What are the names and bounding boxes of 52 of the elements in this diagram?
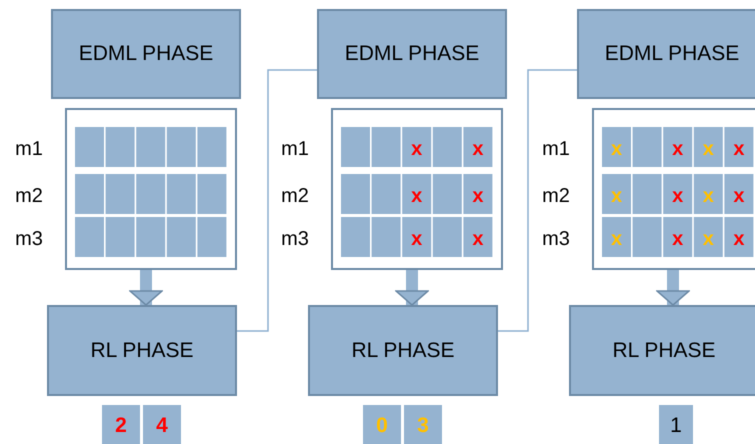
cross-mark: x	[672, 139, 684, 159]
row-label: m1	[542, 139, 570, 159]
box-label: EDML PHASE	[78, 42, 214, 66]
cross-mark: x	[672, 229, 684, 249]
cross-mark: x	[702, 139, 714, 159]
connector-line	[237, 69, 317, 332]
cross-mark: x	[733, 186, 744, 206]
cross-mark: x	[733, 139, 744, 159]
block-arrow	[129, 269, 163, 306]
cross-mark: x	[610, 229, 622, 249]
box-label: RL PHASE	[351, 338, 455, 362]
row-label: m1	[281, 139, 309, 159]
cross-mark: x	[733, 229, 744, 249]
count-tile: 3	[404, 405, 442, 444]
process-box	[569, 305, 755, 396]
row-label: m3	[542, 229, 570, 249]
count-tile: 4	[143, 405, 181, 444]
cross-mark: x	[411, 229, 422, 249]
process-box	[577, 9, 755, 99]
cross-mark: x	[411, 186, 422, 206]
cross-mark: x	[702, 229, 714, 249]
row-label: m2	[542, 186, 570, 206]
process-box	[308, 305, 498, 396]
connector-line	[498, 69, 577, 332]
process-box	[47, 305, 237, 396]
row-label: m3	[15, 229, 43, 249]
cross-mark: x	[610, 186, 622, 206]
cross-mark: x	[472, 139, 484, 159]
block-arrow	[395, 269, 429, 306]
row-label: m2	[15, 186, 43, 206]
count-tile: 2	[102, 405, 140, 444]
cross-mark: x	[672, 186, 684, 206]
box-label: EDML PHASE	[344, 42, 480, 66]
matrix-panel	[65, 108, 237, 270]
count-tile: 0	[363, 405, 401, 444]
cross-mark: x	[411, 139, 422, 159]
row-label: m2	[281, 186, 309, 206]
process-box	[317, 9, 507, 99]
matrix-panel	[592, 108, 755, 270]
row-label: m1	[15, 139, 43, 159]
box-label: EDML PHASE	[604, 42, 740, 66]
row-label: m3	[281, 229, 309, 249]
block-arrow	[656, 269, 690, 306]
matrix-panel	[331, 108, 503, 270]
box-label: RL PHASE	[90, 338, 194, 362]
count-tile: 1	[659, 405, 693, 444]
box-label: RL PHASE	[612, 338, 716, 362]
cross-mark: x	[472, 186, 484, 206]
process-box	[51, 9, 241, 99]
cross-mark: x	[472, 229, 484, 249]
cross-mark: x	[702, 186, 714, 206]
cross-mark: x	[610, 139, 622, 159]
